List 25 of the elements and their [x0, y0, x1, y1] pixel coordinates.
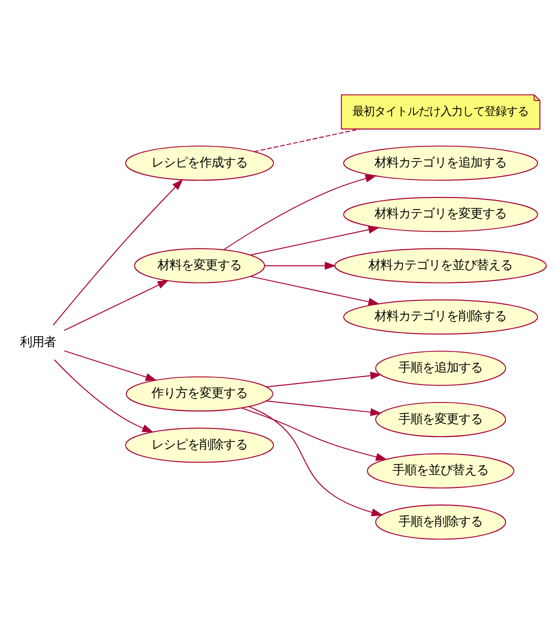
arrow: [64, 350, 158, 381]
arrow: [52, 179, 184, 326]
node-ellipse: 手順を変更する: [375, 402, 506, 438]
arrow: [248, 406, 383, 516]
arrow: [241, 408, 388, 461]
node-ellipse: 手順を追加する: [375, 350, 506, 386]
node-ellipse: レシピを作成する: [125, 146, 274, 181]
arrow: [266, 400, 382, 416]
arrow: [223, 174, 377, 250]
node-ellipse: 材料カテゴリを追加する: [343, 146, 538, 181]
node-ellipse: 材料カテゴリを変更する: [343, 196, 538, 232]
node-ellipse: 手順を削除する: [375, 504, 506, 540]
arrow: [266, 372, 382, 388]
node-ellipse: 材料を変更する: [134, 248, 266, 284]
node-ellipse: 材料カテゴリを削除する: [343, 299, 538, 335]
arrow: [64, 280, 169, 331]
arrow: [264, 262, 336, 270]
arrow: [54, 359, 154, 432]
arrow: [250, 276, 380, 306]
connector: [254, 128, 360, 152]
node-ellipse: 作り方を変更する: [126, 376, 274, 412]
arrow: [250, 226, 380, 256]
node-text: 利用者: [20, 334, 56, 349]
node-ellipse: レシピを削除する: [125, 428, 274, 463]
node-ellipse: 材料カテゴリを並び替える: [334, 248, 547, 284]
